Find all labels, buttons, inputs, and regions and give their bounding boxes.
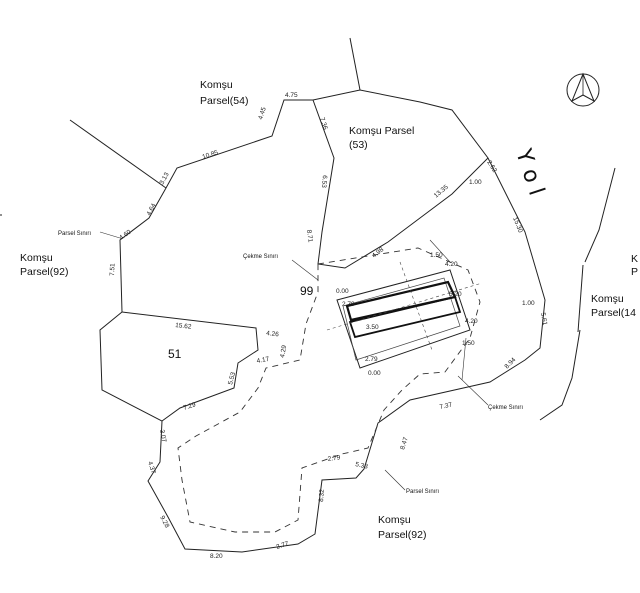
parcel-51-number: 51 (168, 347, 182, 361)
komsu-54-label: Komşu (200, 79, 233, 91)
dim-label: 8.71 (305, 229, 314, 243)
parsel-siniri-bottom-label: Parsel Sınırı (406, 489, 439, 495)
dim-label: 8.94 (503, 356, 517, 370)
elevation-label: 1.00 (522, 300, 535, 307)
dim-label: 5.53 (227, 371, 237, 385)
dim-label: 3.07 (158, 429, 167, 443)
north-arrow-icon (566, 72, 600, 107)
parcel-51-boundary (121, 311, 259, 422)
elevation-label: 5.20 (449, 291, 462, 298)
neighbour-boundaries (0, 37, 616, 421)
elevation-label: 3.50 (366, 324, 379, 331)
road-label: Y o l (510, 145, 549, 198)
dim-label: 4.17 (256, 356, 270, 365)
dim-label: 8.32 (318, 489, 326, 502)
komsu-92-bottom-label: Komşu (378, 514, 411, 526)
dim-label: 8.20 (210, 553, 223, 560)
dim-label: 7.37 (439, 401, 453, 411)
dim-label: 4.26 (266, 330, 280, 338)
dim-label: 4.64 (146, 202, 158, 217)
cekme-siniri-right-label: Çekme Sınırı (488, 405, 523, 411)
komsu-53-label-2: (53) (349, 139, 368, 151)
setback-boundary (177, 247, 481, 533)
elevation-label: 2.79 (365, 356, 378, 363)
dim-label: 4.75 (285, 92, 298, 99)
komsu-53-label: Komşu Parsel (349, 125, 414, 137)
dim-label: 2.79 (327, 454, 341, 463)
building-footprint (326, 239, 483, 381)
dim-label: 4.45 (257, 106, 268, 121)
elevation-label: 1.00 (469, 179, 482, 186)
dim-label: 6.53 (320, 175, 328, 189)
cut-label-k: K (631, 253, 638, 265)
dim-label: 2.77 (275, 540, 290, 551)
parsel-siniri-left-label: Parsel Sınırı (58, 231, 91, 237)
dim-label: 4.37 (146, 460, 157, 475)
parcel-99-boundary (99, 89, 546, 553)
cut-label-p: P (631, 266, 638, 278)
dim-label: 15.62 (175, 322, 192, 331)
dim-label: 5.61 (539, 312, 548, 326)
dim-label: 7.29 (182, 401, 197, 412)
elevation-label: 4.20 (465, 318, 478, 325)
dim-label: 5.33 (355, 461, 369, 471)
dim-label: 15.30 (511, 216, 524, 234)
dim-label: 7.51 (109, 263, 116, 276)
dim-label: 2.62 (485, 159, 498, 174)
dim-label: 9.28 (158, 515, 170, 530)
elevation-label: 2.79 (342, 301, 355, 308)
komsu-14-label-2: Parsel(14 (591, 307, 636, 319)
komsu-92-bottom-label-2: Parsel(92) (378, 529, 426, 541)
komsu-92-left-label-2: Parsel(92) (20, 266, 68, 278)
dim-label: 8.47 (399, 436, 410, 451)
elevation-label: 1.50 (462, 340, 475, 347)
elevation-label: 4.20 (445, 261, 458, 268)
elevation-markers: 1.00 1.50 4.20 0.00 2.79 5.20 3.50 4.20 … (336, 179, 535, 377)
komsu-54-label-2: Parsel(54) (200, 95, 248, 107)
dim-label: 4.60 (118, 228, 133, 241)
leader-lines (99, 231, 489, 491)
dim-label: 4.29 (279, 344, 288, 358)
dim-label: 10.85 (201, 149, 219, 161)
parcel-99-number: 99 (300, 284, 314, 298)
dim-label: 4.98 (371, 246, 386, 260)
elevation-label: 0.00 (336, 288, 349, 295)
dim-label: 7.36 (318, 116, 329, 131)
elevation-label: 1.50 (430, 252, 443, 259)
cekme-siniri-top-label: Çekme Sınırı (243, 254, 278, 260)
komsu-92-left-label: Komşu (20, 252, 53, 264)
komsu-14-label: Komşu (591, 293, 624, 305)
parcel-53-boundary (312, 99, 489, 269)
dim-label: 3.13 (159, 171, 171, 186)
elevation-label: 0.00 (368, 370, 381, 377)
